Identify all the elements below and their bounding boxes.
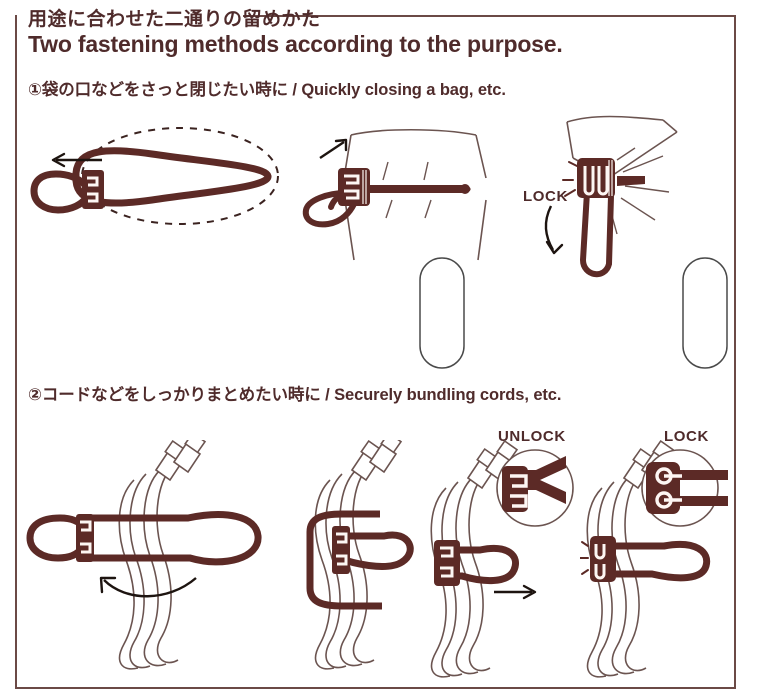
- section-1-heading: ①袋の口などをさっと閉じたい時に / Quickly closing a bag…: [28, 81, 506, 99]
- clip-buckle-icon: [332, 526, 350, 574]
- unlock-label-cable: UNLOCK: [498, 428, 566, 445]
- connector-plug: [154, 440, 207, 482]
- dashed-oval-icon: [81, 127, 279, 225]
- figure-cable-locked: [580, 440, 740, 690]
- curved-arrow-down-icon: [544, 205, 564, 255]
- figure-cable-unlocked: [420, 440, 600, 690]
- figure-bag-wrapped: [300, 100, 530, 370]
- section-2-heading: ②コードなどをしっかりまとめたい時に / Securely bundling c…: [28, 386, 562, 404]
- buckle-lock-detail: [646, 462, 728, 514]
- figure-cable-strap-around: [18, 440, 293, 690]
- detail-circle: [496, 449, 574, 527]
- cord-loop: [579, 191, 614, 277]
- buckle-unlock-detail: [502, 456, 566, 512]
- sparkle-icon: [562, 161, 578, 197]
- frame-border-bottom: [15, 687, 736, 689]
- cable-coil: [430, 473, 491, 678]
- clip-buckle-icon: [577, 158, 615, 198]
- frame-border-top-rule: [243, 15, 736, 17]
- bag-crease-lines: [608, 147, 670, 235]
- frame-border-right: [734, 15, 736, 689]
- lock-label-cable: LOCK: [664, 428, 709, 445]
- cord-loop: [454, 545, 519, 584]
- cable-coil: [314, 465, 375, 670]
- bag-crease-lines: [382, 161, 432, 219]
- lock-label-bag: LOCK: [523, 188, 568, 205]
- figure-cord-loop-stretch: [20, 108, 320, 243]
- cable-coil: [118, 465, 179, 670]
- bag-outline: [344, 128, 487, 261]
- curved-arrow-left-icon: [99, 576, 197, 598]
- cord-loop: [610, 540, 711, 582]
- page-title-japanese: 用途に合わせた二通りの留めかた: [28, 9, 321, 30]
- clip-buckle-icon: [434, 540, 460, 586]
- connector-plug: [466, 440, 519, 490]
- cord-small-loop: [30, 170, 90, 214]
- cable-coil: [586, 473, 647, 678]
- figure-cable-strap-wrapped: [286, 440, 436, 690]
- cord-loop: [78, 511, 262, 566]
- cord-loop: [306, 510, 414, 610]
- clip-buckle-icon: [76, 514, 94, 562]
- page-title-english: Two fastening methods according to the p…: [28, 31, 563, 57]
- pill-outline: [419, 257, 465, 369]
- figure-bag-locked: [505, 100, 766, 370]
- cord-loop: [72, 147, 272, 207]
- clip-buckle-icon: [82, 170, 104, 209]
- pill-outline: [682, 257, 728, 369]
- cord-strap: [358, 185, 471, 193]
- cord-strap: [617, 176, 645, 186]
- clip-buckle-icon: [338, 168, 370, 206]
- arrow-up-right-icon: [319, 138, 348, 159]
- arrow-right-icon: [494, 584, 537, 600]
- detail-circle: [641, 449, 728, 527]
- arrow-left-icon: [51, 152, 102, 168]
- sparkle-icon: [580, 541, 589, 575]
- cord-small-loop: [26, 514, 88, 562]
- clip-buckle-icon: [590, 536, 616, 582]
- connector-plug: [350, 440, 403, 482]
- frame-border-left: [15, 15, 17, 689]
